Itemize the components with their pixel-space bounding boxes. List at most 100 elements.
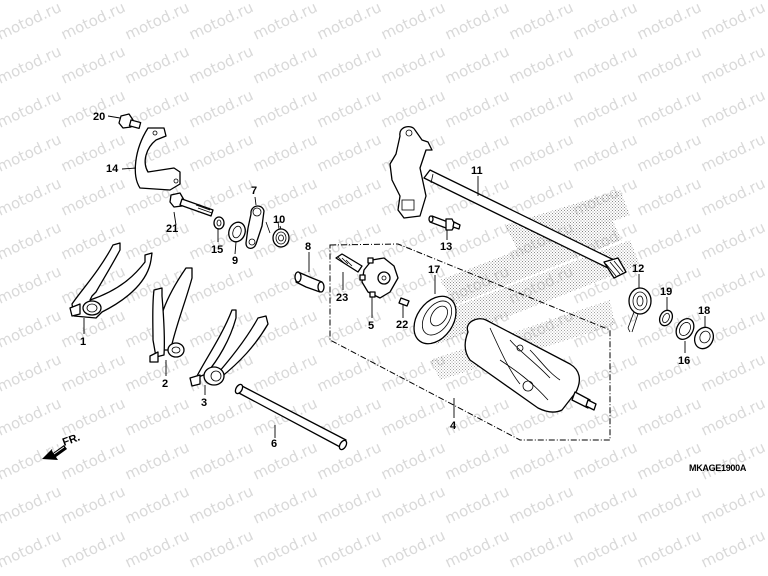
watermark-text: motod.ru bbox=[0, 86, 64, 131]
part-9-washer[interactable] bbox=[226, 220, 248, 244]
watermark-text: motod.ru bbox=[0, 174, 64, 219]
part-20-bolt[interactable] bbox=[118, 113, 142, 130]
watermark-text: motod.ru bbox=[122, 438, 192, 483]
part-12-spring[interactable] bbox=[627, 287, 652, 333]
callout-15[interactable]: 15 bbox=[211, 244, 223, 256]
callout-8[interactable]: 8 bbox=[305, 241, 311, 253]
callout-2[interactable]: 2 bbox=[162, 378, 168, 390]
part-3-shift-fork[interactable] bbox=[189, 309, 269, 387]
watermark-text: motod.ru bbox=[378, 526, 448, 571]
part-2-shift-fork[interactable] bbox=[149, 267, 193, 363]
callout-5[interactable]: 5 bbox=[368, 320, 374, 332]
watermark-text: motod.ru bbox=[634, 174, 704, 219]
watermark-text: motod.ru bbox=[58, 570, 128, 576]
watermark-text: motod.ru bbox=[506, 526, 576, 571]
callout-18[interactable]: 18 bbox=[698, 305, 710, 317]
arrow-left-icon bbox=[42, 444, 67, 460]
callout-17[interactable]: 17 bbox=[428, 264, 440, 276]
watermark-text: motod.ru bbox=[634, 438, 704, 483]
part-15-washer[interactable] bbox=[213, 216, 225, 230]
watermark-text: motod.ru bbox=[186, 262, 256, 307]
watermark-text: motod.ru bbox=[698, 218, 768, 263]
callout-16[interactable]: 16 bbox=[678, 355, 690, 367]
watermark-text: motod.ru bbox=[442, 570, 512, 576]
callout-20[interactable]: 20 bbox=[93, 111, 105, 123]
watermark-text: motod.ru bbox=[0, 42, 64, 87]
watermark-text: motod.ru bbox=[314, 438, 384, 483]
part-8-collar[interactable] bbox=[294, 271, 325, 293]
part-6-shaft[interactable] bbox=[234, 383, 348, 451]
watermark-text: motod.ru bbox=[314, 0, 384, 44]
watermark-text: motod.ru bbox=[634, 42, 704, 87]
watermark-text: motod.ru bbox=[250, 0, 320, 44]
part-1-shift-fork[interactable] bbox=[69, 242, 153, 319]
watermark-text: motod.ru bbox=[570, 350, 640, 395]
watermark-text: motod.ru bbox=[634, 570, 704, 576]
watermark-text: motod.ru bbox=[698, 42, 768, 87]
watermark-text: motod.ru bbox=[378, 0, 448, 44]
watermark-text: motod.ru bbox=[186, 570, 256, 576]
part-13-pin-bolt[interactable] bbox=[428, 215, 461, 231]
callout-1[interactable]: 1 bbox=[80, 336, 86, 348]
watermark-text: motod.ru bbox=[570, 482, 640, 527]
callout-labels: 20 14 21 15 9 7 10 8 1 2 3 6 11 13 23 5 … bbox=[80, 111, 710, 450]
watermark-text: motod.ru bbox=[442, 86, 512, 131]
part-11-gearshift-spindle[interactable] bbox=[389, 125, 627, 279]
part-7-stopper-arm[interactable] bbox=[245, 205, 265, 250]
callout-19[interactable]: 19 bbox=[660, 286, 672, 298]
drawing-code: MKAGE1900A bbox=[689, 463, 747, 473]
watermark-text: motod.ru bbox=[698, 570, 768, 576]
callout-3[interactable]: 3 bbox=[201, 397, 207, 409]
callout-10[interactable]: 10 bbox=[273, 214, 285, 226]
part-17-bearing[interactable] bbox=[405, 288, 464, 351]
watermark-text: motod.ru bbox=[186, 438, 256, 483]
watermark-text: motod.ru bbox=[634, 86, 704, 131]
watermark-text: motod.ru bbox=[570, 570, 640, 576]
watermark-text: motod.ru bbox=[186, 174, 256, 219]
watermark-text: motod.ru bbox=[314, 42, 384, 87]
part-21-bolt[interactable] bbox=[169, 192, 214, 217]
watermark-text: motod.ru bbox=[314, 570, 384, 576]
watermark-text: motod.ru bbox=[634, 0, 704, 44]
watermark-text: motod.ru bbox=[0, 306, 64, 351]
watermark-text: motod.ru bbox=[570, 438, 640, 483]
watermark-text: motod.ru bbox=[0, 130, 64, 175]
watermark-text: motod.ru bbox=[186, 394, 256, 439]
watermark-text: motod.ru bbox=[58, 218, 128, 263]
part-19-circlip[interactable] bbox=[657, 308, 675, 328]
watermark-text: motod.ru bbox=[442, 438, 512, 483]
callout-14[interactable]: 14 bbox=[106, 163, 119, 175]
watermark-text: motod.ru bbox=[122, 526, 192, 571]
part-22-dowel-pin[interactable] bbox=[398, 297, 410, 307]
watermark-text: motod.ru bbox=[186, 42, 256, 87]
watermark-text: motod.ru bbox=[698, 438, 768, 483]
callout-13[interactable]: 13 bbox=[440, 241, 452, 253]
callout-7[interactable]: 7 bbox=[251, 185, 257, 197]
part-18-oil-seal[interactable] bbox=[691, 324, 717, 352]
callout-12[interactable]: 12 bbox=[632, 263, 644, 275]
watermark-text: motod.ru bbox=[442, 526, 512, 571]
callout-9[interactable]: 9 bbox=[232, 255, 238, 267]
watermark-text: motod.ru bbox=[378, 86, 448, 131]
part-4-gearshift-drum[interactable] bbox=[464, 318, 597, 413]
watermark-text: motod.ru bbox=[122, 0, 192, 44]
part-14-bracket[interactable] bbox=[134, 127, 181, 191]
part-23-bolt[interactable] bbox=[335, 253, 363, 273]
callout-21[interactable]: 21 bbox=[166, 223, 178, 235]
part-16-washer[interactable] bbox=[673, 315, 698, 342]
watermark-text: motod.ru bbox=[378, 482, 448, 527]
watermark-text: motod.ru bbox=[0, 570, 64, 576]
callout-22[interactable]: 22 bbox=[396, 319, 408, 331]
part-5-drum-center[interactable] bbox=[359, 257, 399, 299]
callout-23[interactable]: 23 bbox=[336, 292, 348, 304]
watermark-text: motod.ru bbox=[122, 42, 192, 87]
watermark-text: motod.ru bbox=[186, 86, 256, 131]
watermark-text: motod.ru bbox=[0, 0, 64, 44]
callout-4[interactable]: 4 bbox=[450, 420, 457, 432]
watermark-text: motod.ru bbox=[314, 86, 384, 131]
callout-11[interactable]: 11 bbox=[471, 165, 483, 177]
watermark-text: motod.ru bbox=[250, 482, 320, 527]
callout-6[interactable]: 6 bbox=[271, 438, 277, 450]
watermark-text: motod.ru bbox=[314, 130, 384, 175]
watermark-text: motod.ru bbox=[506, 86, 576, 131]
